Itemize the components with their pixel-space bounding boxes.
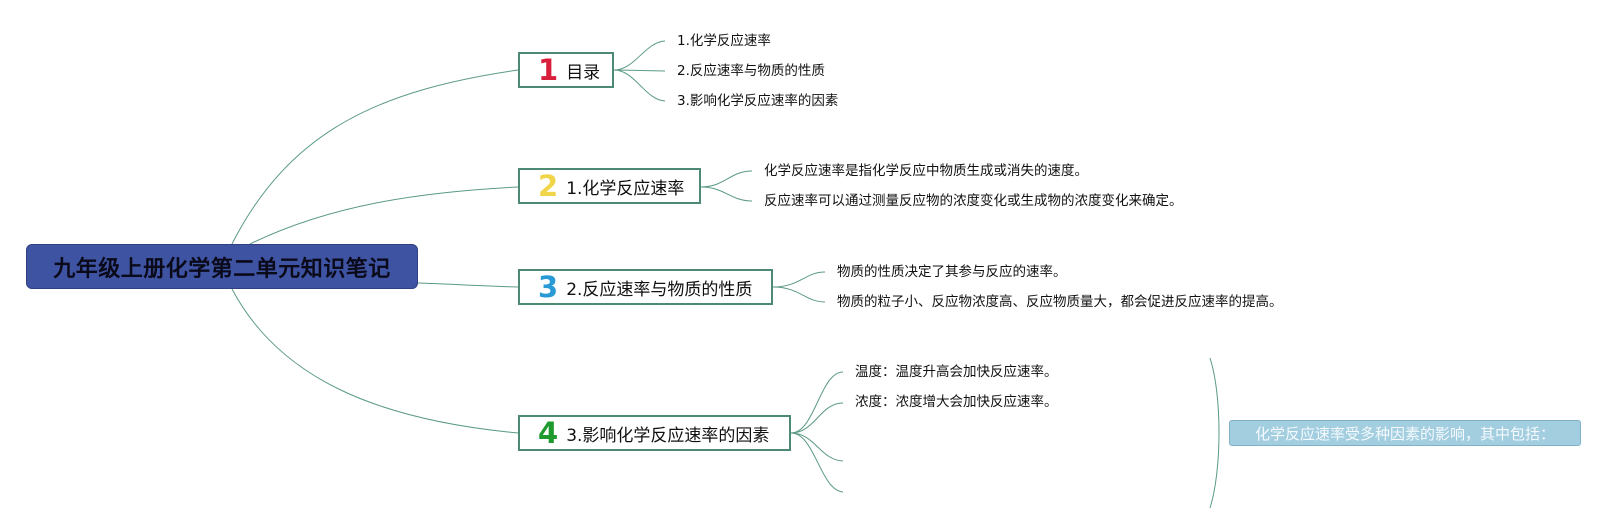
leaf-1-3[interactable]: 3.影响化学反应速率的因素	[677, 93, 839, 109]
number-two-icon: 2	[538, 168, 559, 203]
topic-label: 1.化学反应速率	[566, 178, 685, 199]
topic-label: 2.反应速率与物质的性质	[566, 279, 753, 300]
leaf-2-2[interactable]: 反应速率可以通过测量反应物的浓度变化或生成物的浓度变化来确定。	[764, 193, 1183, 209]
connector-topic-1-leaf-3	[613, 69, 666, 102]
leaf-2-1[interactable]: 化学反应速率是指化学反应中物质生成或消失的速度。	[764, 163, 1088, 179]
connector-topic-1-leaf-2	[613, 69, 666, 72]
topic-1[interactable]: 1 目录	[518, 52, 614, 88]
connector-topic-4-leaf-4	[790, 432, 844, 493]
connector-root-topic-1	[231, 69, 519, 245]
root-title: 九年级上册化学第二单元知识笔记	[53, 256, 391, 282]
connector-topic-3-leaf-1	[772, 271, 826, 288]
connector-topic-2-leaf-1	[700, 170, 753, 188]
leaf-3-1[interactable]: 物质的性质决定了其参与反应的速率。	[837, 264, 1067, 280]
connector-topic-1-leaf-1	[613, 40, 666, 71]
topic-label: 目录	[566, 62, 601, 83]
connector-topic-4-leaf-2	[790, 402, 844, 434]
topic-2[interactable]: 2 1.化学反应速率	[518, 168, 701, 204]
summary-note[interactable]: 化学反应速率受多种因素的影响，其中包括：	[1229, 420, 1581, 446]
leaf-1-1[interactable]: 1.化学反应速率	[677, 33, 771, 49]
number-four-icon: 4	[538, 415, 559, 450]
leaf-4-1[interactable]: 温度：温度升高会加快反应速率。	[855, 364, 1058, 380]
topic-3[interactable]: 3 2.反应速率与物质的性质	[518, 269, 773, 305]
topic-label: 3.影响化学反应速率的因素	[566, 425, 770, 446]
summary-brace	[1209, 357, 1220, 509]
root-topic[interactable]: 九年级上册化学第二单元知识笔记	[26, 244, 418, 289]
leaf-4-2[interactable]: 浓度：浓度增大会加快反应速率。	[855, 394, 1058, 410]
connector-root-topic-4	[231, 288, 519, 434]
number-one-icon: 1	[538, 52, 559, 87]
summary-note-text: 化学反应速率受多种因素的影响，其中包括：	[1254, 424, 1555, 443]
leaf-1-2[interactable]: 2.反应速率与物质的性质	[677, 63, 825, 79]
connector-root-topic-2	[249, 186, 519, 245]
connector-root-topic-3	[417, 282, 519, 288]
connector-topic-3-leaf-2	[772, 286, 826, 303]
connector-topic-4-leaf-1	[790, 371, 844, 434]
topic-4[interactable]: 4 3.影响化学反应速率的因素	[518, 415, 791, 451]
connector-topic-2-leaf-2	[700, 186, 753, 202]
number-three-icon: 3	[538, 269, 559, 304]
leaf-3-2[interactable]: 物质的粒子小、反应物浓度高、反应物质量大，都会促进反应速率的提高。	[837, 294, 1283, 310]
connector-topic-4-leaf-3	[790, 432, 844, 462]
